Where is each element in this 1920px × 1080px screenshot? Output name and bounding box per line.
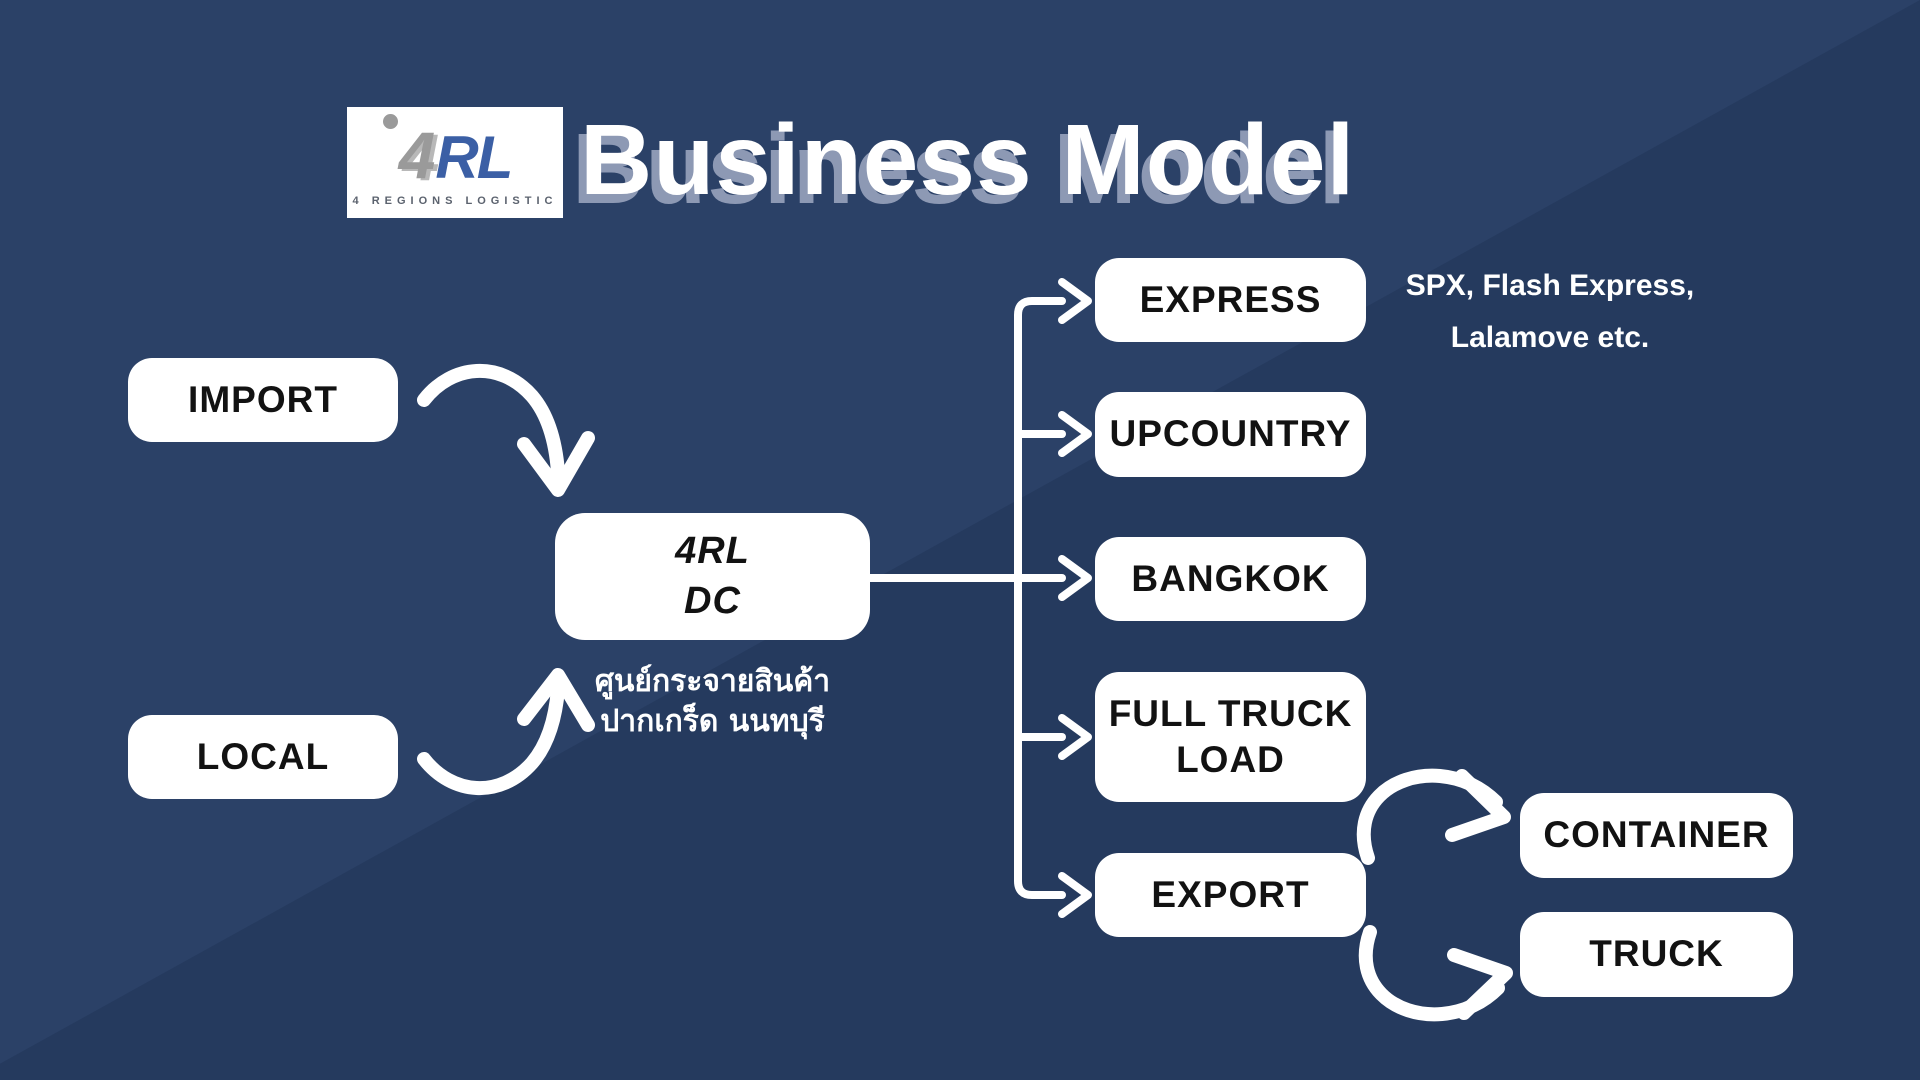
logo-rl: RL xyxy=(435,124,513,191)
arrowhead-import-to-dc-icon xyxy=(517,431,595,497)
logo-caption: 4 REGIONS LOGISTIC xyxy=(352,195,558,207)
node-import: IMPORT xyxy=(128,358,398,442)
company-logo: 4RL 4 REGIONS LOGISTIC xyxy=(347,107,563,218)
node-express: EXPRESS xyxy=(1095,258,1366,342)
curved-arrow-import-to-dc xyxy=(417,364,565,479)
arrowhead-upcountry-icon xyxy=(1058,411,1092,457)
connector-trunk xyxy=(1014,297,1066,899)
node-4rl-dc-line1: 4RL xyxy=(675,530,750,573)
node-local: LOCAL xyxy=(128,715,398,799)
arrowhead-bangkok-icon xyxy=(1058,555,1092,601)
express-partners-line1: SPX, Flash Express, xyxy=(1405,269,1695,302)
node-upcountry: UPCOUNTRY xyxy=(1095,392,1366,477)
arrowhead-export-icon xyxy=(1058,872,1092,918)
curved-arrow-local-to-dc xyxy=(417,682,565,795)
node-local-label: LOCAL xyxy=(196,735,330,777)
arrowhead-export-to-truck-icon xyxy=(1447,948,1513,1020)
node-full-truck-load-line1: FULL TRUCK xyxy=(1108,692,1353,734)
dc-caption-line2: ปากเกร็ด นนทบุรี xyxy=(600,704,825,739)
arrowhead-express-icon xyxy=(1058,278,1092,324)
dc-caption: ศูนย์กระจายสินค้า ปากเกร็ด นนทบุรี xyxy=(545,662,880,742)
node-express-label: EXPRESS xyxy=(1139,278,1322,320)
logo-4rl-mark: 4RL xyxy=(382,114,513,191)
dc-caption-line1: ศูนย์กระจายสินค้า xyxy=(594,664,831,699)
express-partners-line2: Lalamove etc. xyxy=(1450,321,1650,354)
arrowhead-export-to-container-icon xyxy=(1445,769,1511,842)
node-export-label: EXPORT xyxy=(1151,873,1310,915)
node-truck-label: TRUCK xyxy=(1589,933,1724,975)
express-partners-annotation: SPX, Flash Express, Lalamove etc. xyxy=(1385,260,1715,364)
node-bangkok: BANGKOK xyxy=(1095,537,1366,621)
node-export: EXPORT xyxy=(1095,853,1366,937)
node-4rl-dc: 4RL DC xyxy=(555,513,870,640)
node-full-truck-load: FULL TRUCK LOAD xyxy=(1095,672,1366,802)
node-container-label: CONTAINER xyxy=(1543,814,1770,856)
logo-4: 4 xyxy=(398,118,436,192)
node-import-label: IMPORT xyxy=(188,378,338,420)
arrowhead-local-to-dc-icon xyxy=(517,668,595,732)
logo-dot-icon xyxy=(382,114,398,129)
page-title: Business Model xyxy=(580,104,1356,216)
node-full-truck-load-line2: LOAD xyxy=(1176,739,1285,780)
node-4rl-dc-line2: DC xyxy=(684,579,741,622)
node-upcountry-label: UPCOUNTRY xyxy=(1109,413,1352,455)
arrowhead-full-truck-icon xyxy=(1058,714,1092,760)
node-truck: TRUCK xyxy=(1520,912,1793,997)
node-bangkok-label: BANGKOK xyxy=(1131,557,1330,599)
node-container: CONTAINER xyxy=(1520,793,1793,878)
